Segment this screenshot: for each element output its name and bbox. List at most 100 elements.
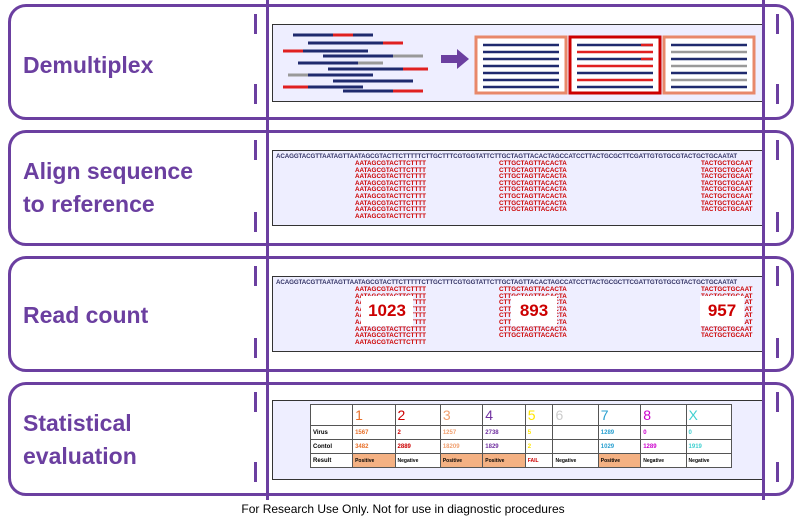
left-divider-far [254, 14, 257, 34]
aligned-read: TACTGCTGCAAT [701, 199, 753, 207]
aligned-read: AATAGCGTACTTCTTTT [355, 192, 426, 200]
aligned-read: AATAGCGTACTTCTTTT [355, 338, 426, 346]
table-cell: 2 [524, 439, 554, 454]
step-title-line1: Align sequence [23, 158, 193, 184]
aligned-read: TACTGCTGCAAT [701, 160, 753, 167]
right-divider-far [776, 84, 779, 104]
left-divider-far [254, 462, 257, 482]
table-cell: 2738 [482, 425, 526, 440]
table-cell: 1029 [597, 439, 642, 454]
aligned-read: CTTGCTAGTTACACTA [499, 199, 567, 207]
aligned-read: TACTGCTGCAAT [701, 286, 753, 293]
read-count-panel: ACAGGTACGTTAATAGTTAATAGCGTACTTCTTTTTCTTG… [272, 276, 764, 352]
step-title: Read count [23, 302, 149, 328]
aligned-read: AATAGCGTACTTCTTTT [355, 212, 426, 220]
aligned-read: AATAGCGTACTTCTTTT [355, 160, 426, 167]
step-title: Demultiplex [23, 52, 154, 78]
table-corner [309, 404, 354, 426]
table-cell: Negative [552, 453, 599, 468]
aligned-read: AATAGCGTACTTCTTTT [355, 206, 426, 214]
table-cell: Positive [439, 453, 484, 468]
left-divider-far [254, 140, 257, 160]
step-title-line1: Statistical [23, 410, 132, 436]
right-divider-far [776, 462, 779, 482]
table-cell: 0 [685, 425, 733, 440]
read-count-1: 1023 [361, 296, 413, 326]
table-cell: 5 [524, 425, 554, 440]
left-divider-far [254, 266, 257, 286]
left-divider-far [254, 84, 257, 104]
table-cell: 2 [394, 425, 441, 440]
right-divider-far [776, 392, 779, 412]
aligned-read: CTTGCTAGTTACACTA [499, 192, 567, 200]
aligned-read: TACTGCTGCAAT [701, 179, 753, 187]
right-divider [762, 0, 765, 500]
table-cell: Negative [685, 453, 733, 468]
table-cell: 1289 [597, 425, 642, 440]
aligned-read: CTTGCTAGTTACACTA [499, 186, 567, 194]
column-header: 1 [352, 404, 396, 426]
aligned-read: TACTGCTGCAAT [701, 325, 753, 333]
row-label: Virus [309, 425, 354, 440]
table-cell: 1567 [352, 425, 396, 440]
aligned-read: TACTGCTGCAAT [701, 206, 753, 214]
aligned-read: CTTGCTAGTTACACTA [499, 173, 567, 181]
aligned-read: AATAGCGTACTTCTTTT [355, 332, 426, 340]
table-cell: 1919 [685, 439, 733, 454]
demultiplex-panel [272, 24, 764, 102]
aligned-read: AATAGCGTACTTCTTTT [355, 179, 426, 187]
mixed-reads [283, 33, 428, 93]
aligned-read: AATAGCGTACTTCTTTT [355, 166, 426, 174]
read-count-2: 893 [511, 296, 557, 326]
sample-bin-3 [662, 35, 756, 95]
left-divider-far [254, 392, 257, 412]
demultiplex-diagram [283, 33, 756, 95]
right-divider-far [776, 140, 779, 160]
table-cell: Positive [352, 453, 396, 468]
aligned-read: AATAGCGTACTTCTTTT [355, 173, 426, 181]
aligned-read: TACTGCTGCAAT [701, 166, 753, 174]
footer-disclaimer: For Research Use Only. Not for use in di… [241, 502, 565, 516]
column-header: 3 [439, 404, 484, 426]
table-cell: Positive [597, 453, 642, 468]
table-cell [552, 425, 599, 440]
sample-bin-2 [568, 35, 662, 95]
table-cell: 1257 [439, 425, 484, 440]
table-cell: 2889 [394, 439, 441, 454]
right-divider-far [776, 338, 779, 358]
column-header: 6 [552, 404, 599, 426]
step-title: Statistical evaluation [23, 407, 137, 473]
sample-bin-1 [474, 35, 568, 95]
reference-sequence: ACAGGTACGTTAATAGTTAATAGCGTACTTCTTTTTCTTG… [276, 279, 738, 286]
column-header: 5 [524, 404, 554, 426]
read-count-3: 957 [700, 296, 744, 326]
aligned-read: TACTGCTGCAAT [701, 192, 753, 200]
table-cell: 1289 [640, 439, 687, 454]
aligned-read: AATAGCGTACTTCTTTT [355, 186, 426, 194]
aligned-read: TACTGCTGCAAT [701, 173, 753, 181]
column-header: 7 [597, 404, 642, 426]
aligned-read: CTTGCTAGTTACACTA [499, 160, 567, 167]
aligned-read: CTTGCTAGTTACACTA [499, 206, 567, 214]
table-cell: Negative [394, 453, 441, 468]
table-cell: Positive [482, 453, 526, 468]
table-cell: 0 [640, 425, 687, 440]
aligned-read: TACTGCTGCAAT [701, 332, 753, 340]
table-cell: Negative [640, 453, 687, 468]
right-divider-far [776, 14, 779, 34]
table-cell: FAIL [524, 453, 554, 468]
column-header: X [685, 404, 733, 426]
table-cell: 3482 [352, 439, 396, 454]
right-divider-far [776, 212, 779, 232]
table-cell: 18209 [439, 439, 484, 454]
row-label: Result [309, 453, 354, 468]
aligned-read: CTTGCTAGTTACACTA [499, 332, 567, 340]
right-divider-far [776, 266, 779, 286]
column-header: 8 [640, 404, 687, 426]
aligned-read: AATAGCGTACTTCTTTT [355, 199, 426, 207]
